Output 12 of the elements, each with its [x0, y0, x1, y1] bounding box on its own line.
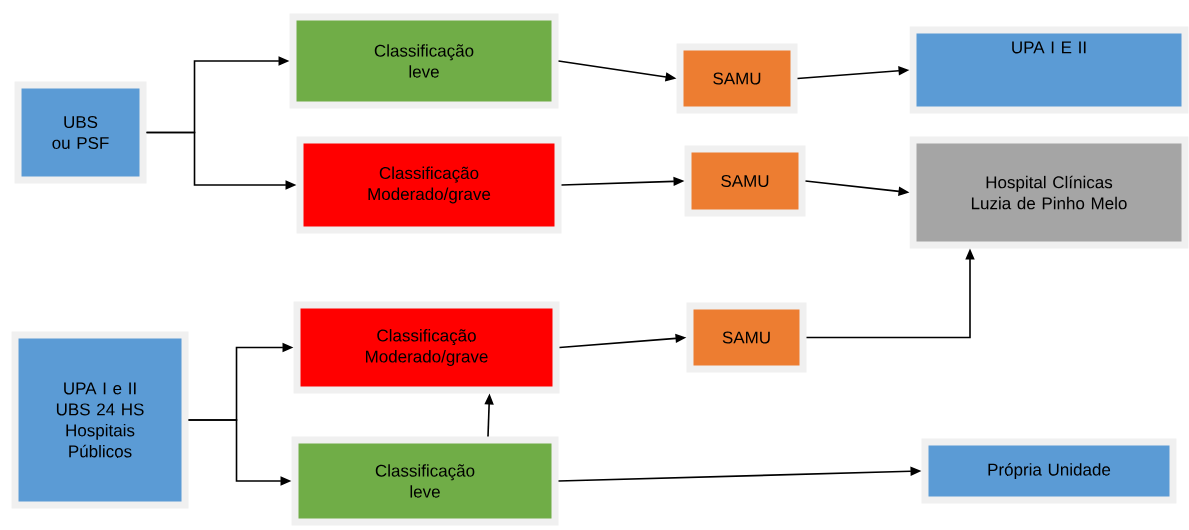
- place-box: UPA I e II UBS 24 HS Hospitais Públicos: [11, 331, 189, 509]
- classification-box: Classificação leve: [291, 436, 559, 526]
- place-box: UBS ou PSF: [14, 81, 147, 184]
- service-box: SAMU: [676, 43, 798, 114]
- classification-box: Classificação Moderado/grave: [296, 136, 562, 234]
- place-box: Própria Unidade: [921, 438, 1177, 504]
- classification-box: Classificação Moderado/grave: [293, 301, 560, 394]
- service-box: SAMU: [684, 145, 806, 217]
- classification-box: Classificação leve: [289, 13, 559, 109]
- place-box: UPA I E II: [909, 26, 1189, 114]
- service-box: SAMU: [686, 302, 807, 373]
- hospital-box: Hospital Clínicas Luzia de Pinho Melo: [909, 136, 1189, 249]
